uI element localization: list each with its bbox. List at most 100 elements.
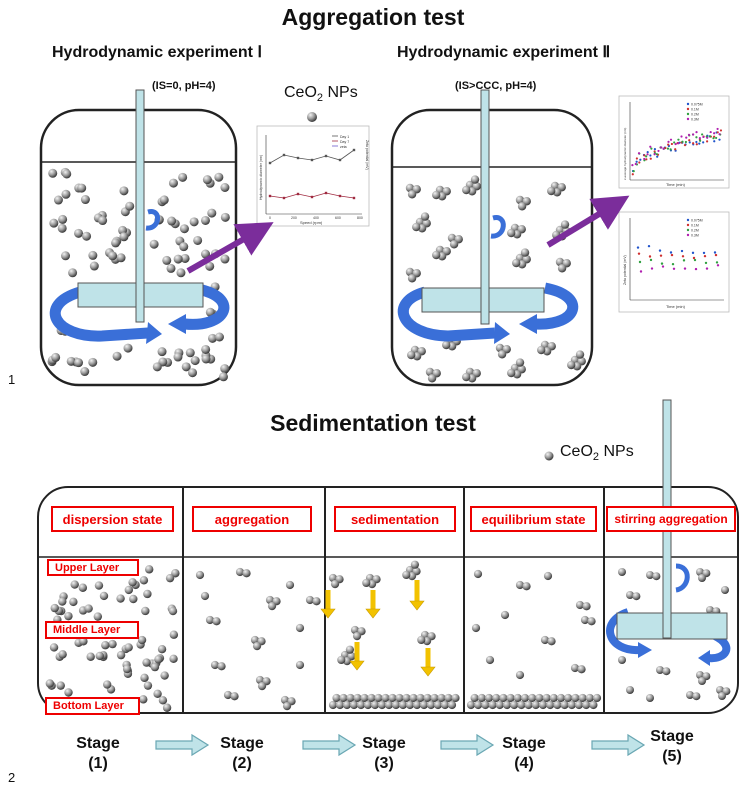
settle-arrowhead <box>349 660 365 671</box>
inset1-series-a-point <box>268 161 272 165</box>
nanoparticle <box>589 700 598 710</box>
nanoparticle <box>74 358 84 368</box>
inset2-point <box>706 140 709 143</box>
sedimentation-particles <box>45 560 731 712</box>
inset3-point <box>702 251 706 255</box>
nanoparticle <box>125 201 135 211</box>
inset3-point <box>705 267 709 270</box>
inset2-point <box>670 142 674 146</box>
inset1-xtick: 400 <box>313 216 319 220</box>
nanoparticle <box>574 700 584 710</box>
legend-suffix-2: NPs <box>599 443 634 460</box>
inset3-point <box>658 249 662 252</box>
label-sedimentation: sedimentation <box>334 506 456 532</box>
label-stirring-aggregation: stirring aggregation <box>606 506 736 532</box>
inset2-point <box>653 148 657 151</box>
inset2-ylabel: z-average hydrodynamic diameter (nm) <box>623 128 627 180</box>
inset3-legend-label: 0.075M <box>691 219 703 223</box>
exp2-condition: (IS>CCC, pH=4) <box>455 80 537 92</box>
nanoparticle <box>61 251 71 261</box>
nanoparticle <box>425 367 435 377</box>
nanoparticle <box>69 597 78 607</box>
nanoparticle <box>513 693 522 703</box>
inset2-point <box>634 162 637 166</box>
nanoparticle <box>210 660 220 670</box>
process-arrow-1 <box>186 222 274 274</box>
stage-4-word: Stage <box>502 735 546 752</box>
nanoparticle <box>432 250 441 260</box>
nanoparticle <box>557 264 567 273</box>
nanoparticle <box>430 693 439 703</box>
nanoparticle <box>188 368 198 378</box>
nanoparticle <box>79 637 88 646</box>
inset2-point <box>650 147 653 150</box>
nanoparticle <box>626 591 634 599</box>
inset1-legend-label: zeta <box>340 145 347 149</box>
legend-suffix: NPs <box>323 84 358 101</box>
inset2-point <box>683 144 687 147</box>
small-swirl-1 <box>145 209 160 231</box>
nanoparticle <box>267 602 277 611</box>
inset2-point <box>713 132 716 135</box>
inset1-xtick: 0 <box>269 216 271 220</box>
exp1-condition: (IS=0, pH=4) <box>152 80 216 92</box>
stage-4-number: (4) <box>514 755 534 772</box>
inset1-ylabel2: Zeta potential (mV) <box>365 140 369 170</box>
stir-arrowhead-left-5 <box>638 642 652 658</box>
nanoparticle <box>295 660 305 670</box>
impeller-5 <box>616 612 728 640</box>
nanoparticle <box>381 693 390 703</box>
nanoparticle <box>205 307 215 317</box>
inset1-series-b-point <box>296 192 300 196</box>
nanoparticle <box>53 195 63 205</box>
nanoparticle <box>560 700 569 710</box>
ceo2-legend-top: CeO2 NPs <box>284 84 358 104</box>
nanoparticle <box>335 700 345 710</box>
sedimentation-title: Sedimentation test <box>270 410 476 436</box>
nanoparticle <box>112 351 122 361</box>
inset2-point <box>653 150 656 153</box>
nanoparticle <box>230 692 239 701</box>
nanoparticle <box>162 255 172 265</box>
nanoparticle <box>575 600 585 610</box>
nanoparticle <box>362 578 371 588</box>
nanoparticle <box>549 693 558 703</box>
nanoparticle <box>360 693 369 703</box>
inset3-point <box>636 246 640 249</box>
nanoparticle <box>166 263 176 273</box>
nanoparticle <box>143 589 152 599</box>
nanoparticle <box>626 686 634 694</box>
nanoparticle <box>686 691 694 699</box>
inset3-xlabel: Time (min) <box>666 304 686 309</box>
nanoparticle <box>466 700 476 710</box>
nanoparticle <box>520 248 530 257</box>
nanoparticle <box>168 178 178 188</box>
inset2-point <box>635 157 638 160</box>
inset2-point <box>657 149 660 153</box>
inset1-series-b-point <box>310 195 314 199</box>
label-bottom-layer: Bottom Layer <box>45 697 140 715</box>
inset3-point <box>713 251 717 254</box>
nanoparticle <box>417 635 426 645</box>
nanoparticle <box>391 700 401 710</box>
nanoparticle <box>173 352 183 362</box>
nanoparticle <box>312 597 321 606</box>
stir-arrow-left-2 <box>397 286 496 342</box>
vessel-1 <box>39 89 238 387</box>
nanoparticle <box>124 643 133 652</box>
stage-progress-arrow <box>440 733 495 757</box>
nanoparticle <box>447 233 457 243</box>
nanoparticle <box>353 693 362 703</box>
inset1-xlabel: Speed (rpm) <box>300 220 323 225</box>
nanoparticle <box>462 372 471 382</box>
aggregation-title: Aggregation test <box>281 4 465 30</box>
inset3-point <box>661 265 665 268</box>
inset2-point <box>702 135 705 139</box>
inset2-point <box>719 129 723 132</box>
stir-arrow-right <box>184 284 230 330</box>
nanoparticle <box>416 693 425 703</box>
nanoparticle <box>506 693 515 703</box>
inset2-point <box>716 131 719 134</box>
nanoparticle <box>108 639 117 649</box>
